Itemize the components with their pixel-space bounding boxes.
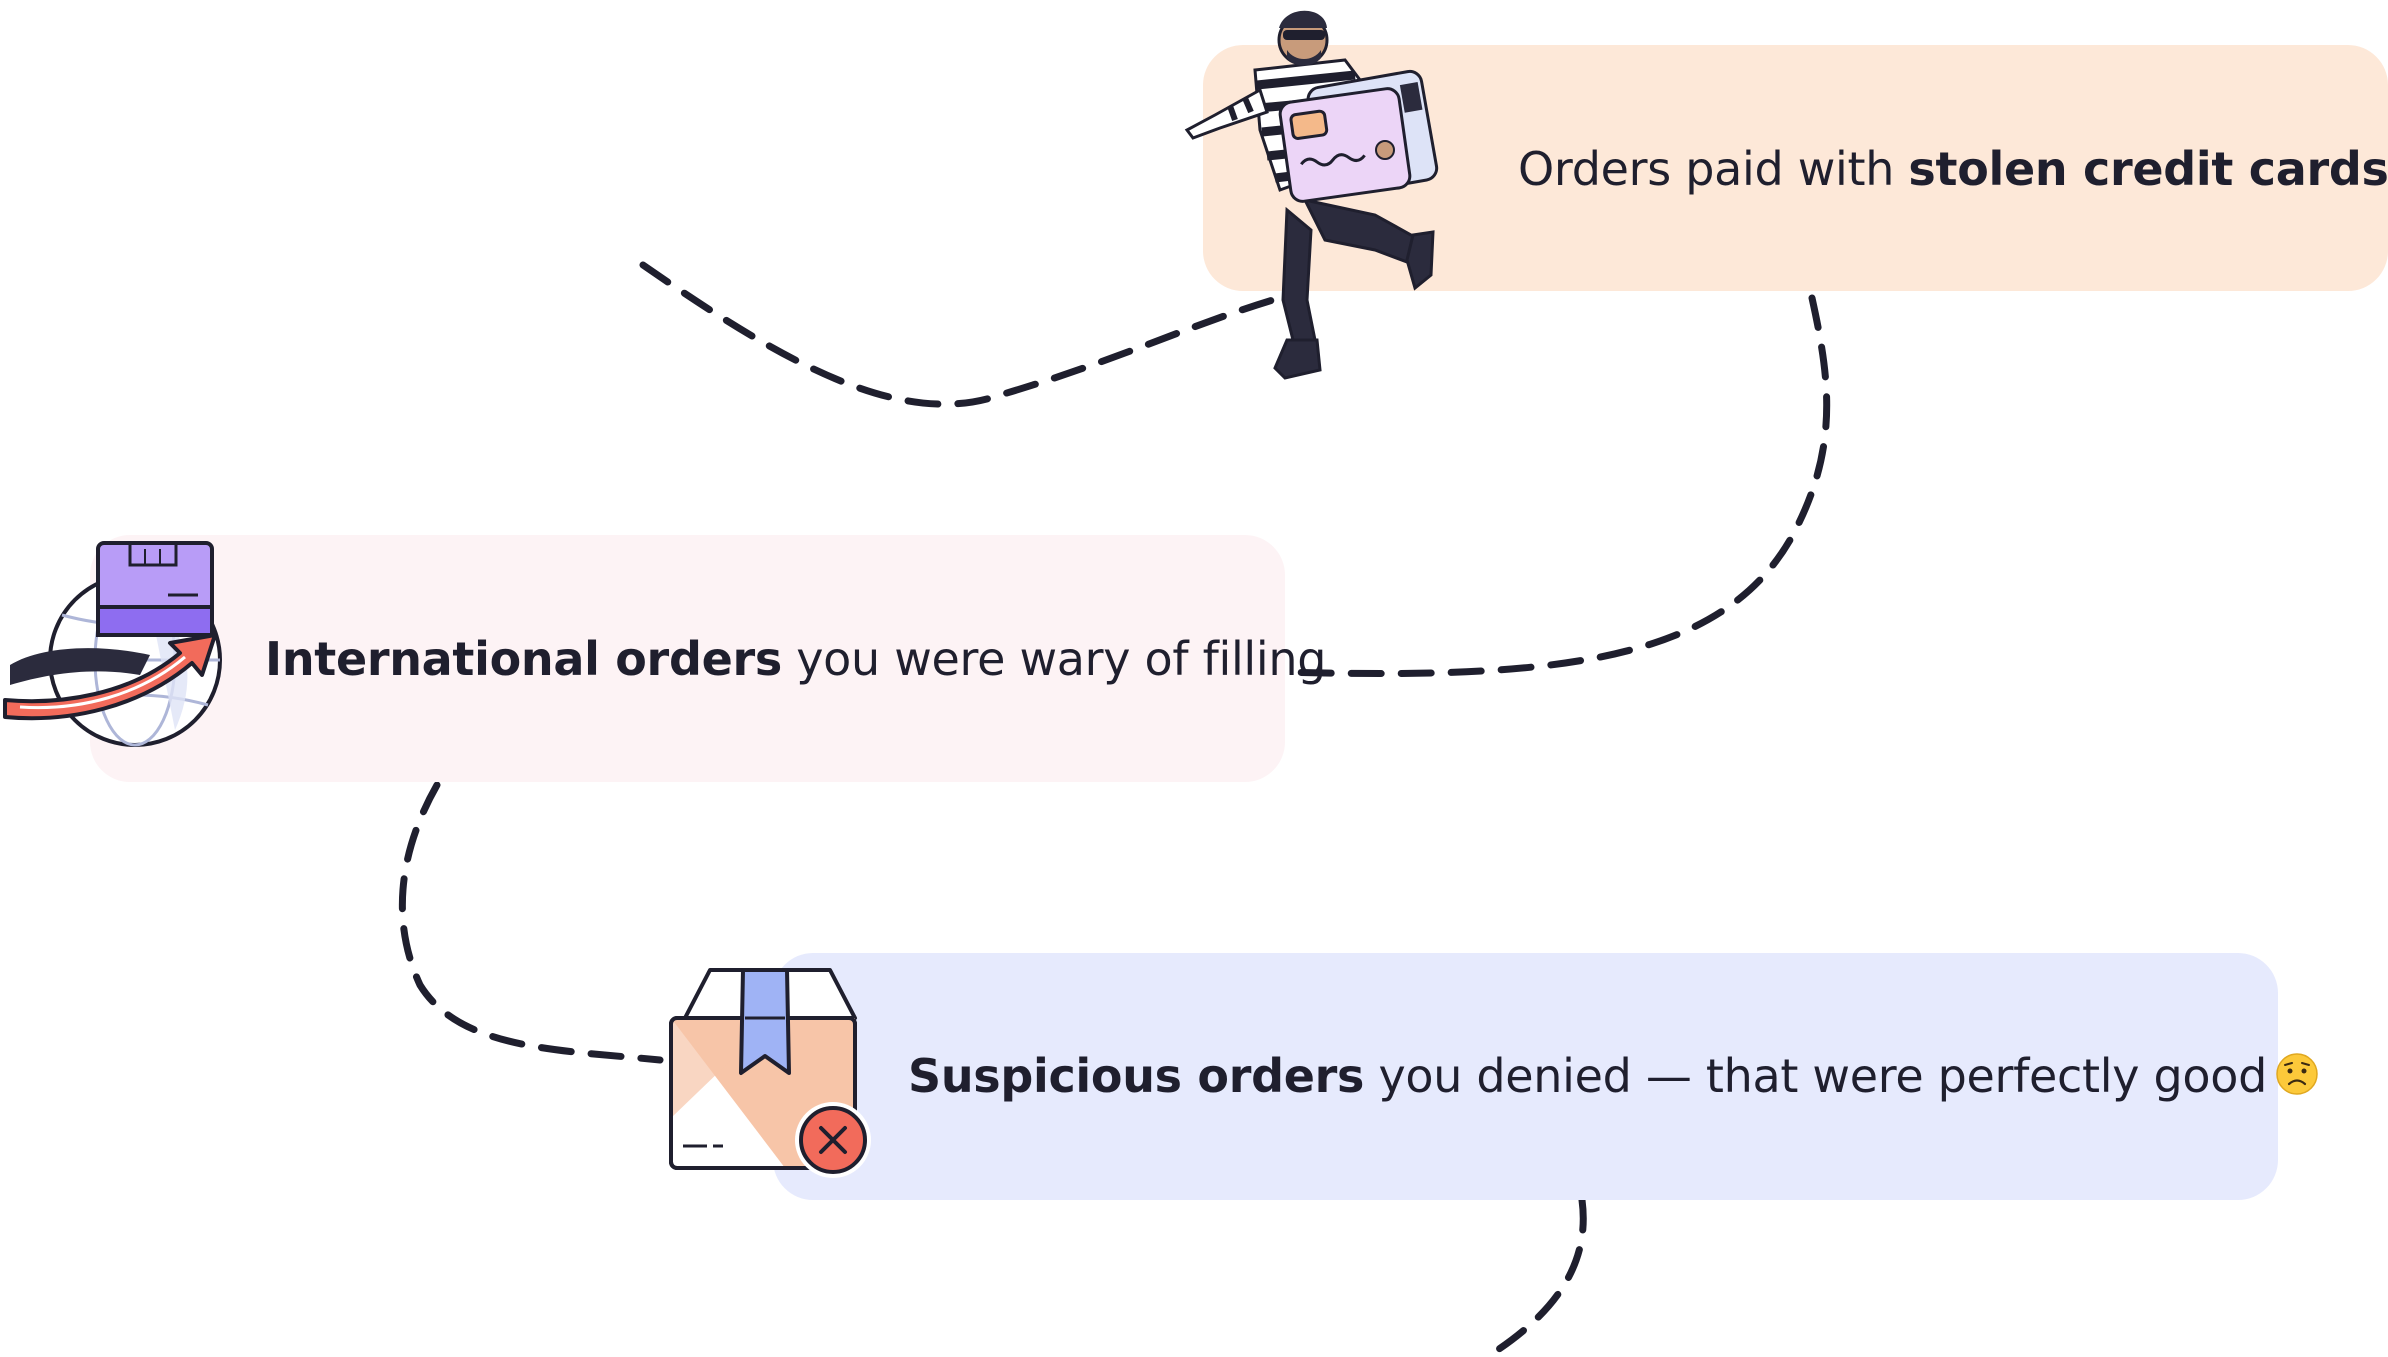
international-label-regular: you were wary of filling — [781, 632, 1327, 686]
globe-with-package-and-arrow-icon — [3, 541, 222, 747]
connector-segment-4 — [1486, 1196, 1587, 1357]
suspicious-orders-label: Suspicious orders you denied — that were… — [908, 1052, 2319, 1099]
connector-segment-1 — [639, 261, 1294, 408]
stolen-credit-cards-label: Orders paid with stolen credit cards — [1518, 146, 2388, 192]
suspicious-label-bold: Suspicious orders — [908, 1049, 1365, 1103]
suspicious-label-regular: you denied — that were perfectly good — [1364, 1049, 2267, 1103]
connector-segment-2 — [1281, 294, 1831, 678]
international-orders-card — [90, 535, 1285, 782]
international-orders-label: International orders you were wary of fi… — [265, 636, 1326, 682]
international-label-bold: International orders — [265, 632, 782, 686]
suspicious-orders-card — [773, 953, 2278, 1200]
stolen-label-regular: Orders paid with — [1518, 142, 1909, 196]
package-with-reject-mark-icon — [669, 968, 871, 1178]
thief-with-credit-card-icon — [1184, 10, 1439, 380]
worried-face-emoji-icon — [2276, 1053, 2318, 1095]
connector-segment-3 — [398, 781, 664, 1064]
stolen-label-bold: stolen credit cards — [1908, 142, 2388, 196]
